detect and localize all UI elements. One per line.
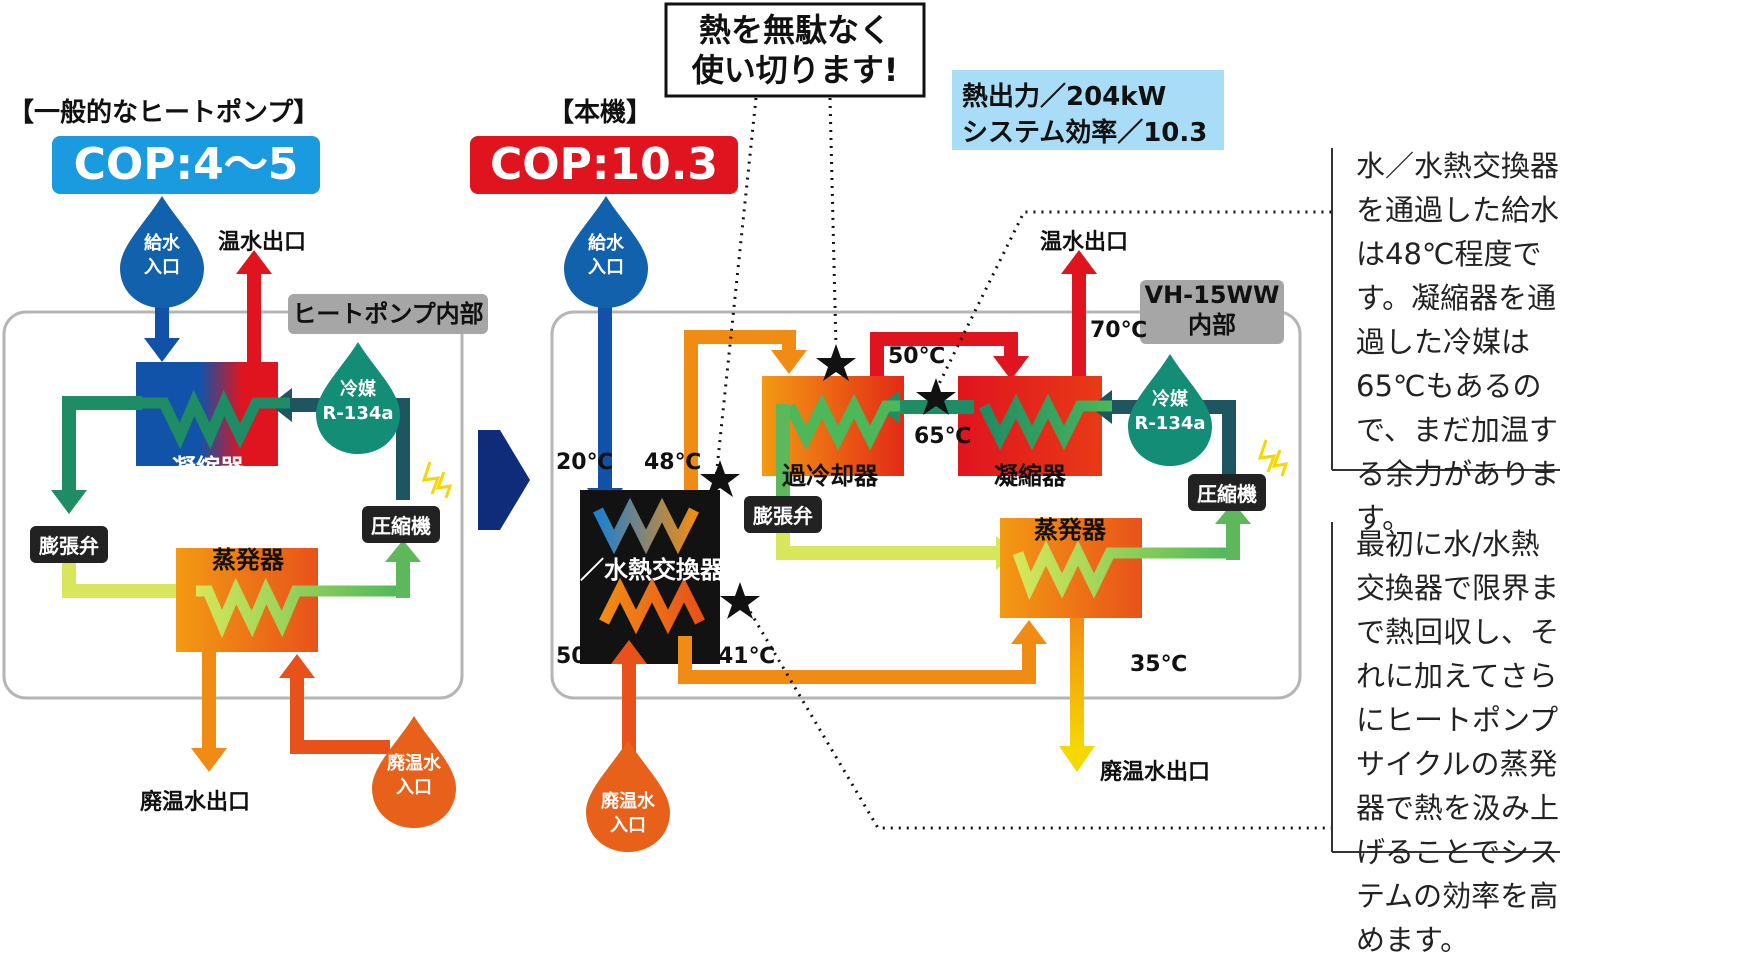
right-waste-out-arrow <box>1059 618 1095 772</box>
right-water-subcooler-to-condenser <box>870 332 1029 380</box>
hx-orange-coil <box>599 577 705 635</box>
left-heatpump-boundary <box>2 310 464 700</box>
subcooler-coil <box>785 393 900 451</box>
right-compressor-label: 圧縮機 <box>1188 474 1266 511</box>
left-hot-out-arrow <box>236 250 272 364</box>
right-waste-out-label: 廃温水出口 <box>1100 760 1211 785</box>
right-evaporator-coil <box>1012 540 1232 601</box>
spec-output: 熱出力／204kW <box>962 82 1167 112</box>
right-inside-label: VH-15WW 内部 <box>1140 280 1284 344</box>
hx-label: 水／水熱交換器 <box>556 556 724 584</box>
star-icon <box>720 582 760 619</box>
left-compressor-spark-icon <box>421 461 441 495</box>
left-waste-in-arrow <box>279 654 390 754</box>
temp-50-hx: 50℃ <box>556 644 614 669</box>
right-cop-badge: COP:10.3 <box>470 136 738 194</box>
right-refrigerant-drop <box>1128 354 1212 466</box>
left-waste-out-arrow <box>191 650 227 772</box>
left-refrigerant-label: 冷媒 R-134a <box>322 379 394 424</box>
right-title: 【本機】 <box>548 98 653 128</box>
left-title: 【一般的なヒートポンプ】 <box>8 98 320 128</box>
right-water-in-label: 給水 入口 <box>588 233 624 278</box>
left-compressor-label: 圧縮機 <box>362 506 440 543</box>
left-waste-out-label: 廃温水出口 <box>140 790 251 815</box>
left-inside-label: ヒートポンプ内部 <box>288 294 488 334</box>
left-refrigerant-to-compressor <box>385 540 421 598</box>
left-expansion-valve-label: 膨張弁 <box>30 526 108 563</box>
left-water-in-label: 給水 入口 <box>144 233 180 278</box>
right-compressor-spark-icon <box>1257 439 1277 473</box>
right-condenser-label: 凝縮器 <box>994 462 1066 490</box>
right-refrigerant-to-expansion <box>776 404 790 498</box>
left-refrigerant-to-expansion <box>51 396 142 514</box>
right-water-in-drop <box>564 196 648 308</box>
right-expansion-valve-label: 膨張弁 <box>744 496 822 533</box>
left-refrigerant-drop <box>316 342 400 454</box>
right-waste-in-label: 廃温水 入口 <box>601 791 655 836</box>
left-condenser-label: 凝縮器 <box>172 454 244 482</box>
transition-arrow-icon <box>478 430 530 530</box>
note-top: 水／水熱交換器を通過した給水は48℃程度です。凝縮器を通過した冷媒は65℃もある… <box>1356 149 1560 535</box>
left-hot-out-label: 温水出口 <box>218 230 307 255</box>
inside-label-line2: 内部 <box>1188 311 1236 339</box>
subcooler-label: 過冷却器 <box>782 462 878 490</box>
left-waste-in-label: 廃温水 入口 <box>387 753 441 798</box>
left-waste-in-drop <box>372 716 456 828</box>
star-icon <box>816 344 856 381</box>
callout-box <box>664 2 926 98</box>
temp-50-subcooler: 50℃ <box>888 344 946 369</box>
star-icon <box>700 460 740 497</box>
right-refrigerant-label: 冷媒 R-134a <box>1134 389 1206 434</box>
right-water-hx-to-subcooler <box>684 330 807 508</box>
left-evaporator-label: 蒸発器 <box>212 546 284 574</box>
note-bottom: 最初に水/水熱交換器で限界まで熱回収し、それに加えてさらにヒートポンプサイクルの… <box>1356 527 1560 957</box>
spec-efficiency: システム効率／10.3 <box>962 118 1208 148</box>
left-cop-badge: COP:4～5 <box>52 136 320 194</box>
callout-text: 熱を無駄なく 使い切ります! <box>691 11 899 89</box>
temp-65: 65℃ <box>914 424 972 449</box>
inside-label-line1: VH-15WW <box>1144 281 1280 309</box>
right-hot-out-label: 温水出口 <box>1040 230 1129 255</box>
temp-70: 70℃ <box>1090 318 1148 343</box>
temp-35: 35℃ <box>1130 652 1188 677</box>
hx-blue-coil <box>593 497 699 555</box>
left-evaporator-coil <box>196 577 404 639</box>
right-refrigerant-to-compressor <box>1215 502 1251 560</box>
temp-48: 48℃ <box>644 450 702 475</box>
right-system-boundary <box>550 310 1302 700</box>
spec-box: 熱出力／204kW システム効率／10.3 <box>952 70 1224 150</box>
right-hot-out-arrow <box>1061 250 1097 376</box>
left-water-in-drop <box>120 196 204 308</box>
highlight-star-icons <box>700 344 956 619</box>
right-evaporator-label: 蒸発器 <box>1034 516 1106 544</box>
callout-leader-lines <box>714 97 1334 830</box>
temp-41: 41℃ <box>718 644 776 669</box>
left-condenser-coil <box>82 389 290 450</box>
right-waste-in-drop <box>586 740 670 852</box>
right-condenser-coil <box>979 393 1112 451</box>
right-waste-hx-to-evaporator <box>678 620 1047 684</box>
star-icon <box>916 378 956 415</box>
temp-20: 20℃ <box>556 450 614 475</box>
